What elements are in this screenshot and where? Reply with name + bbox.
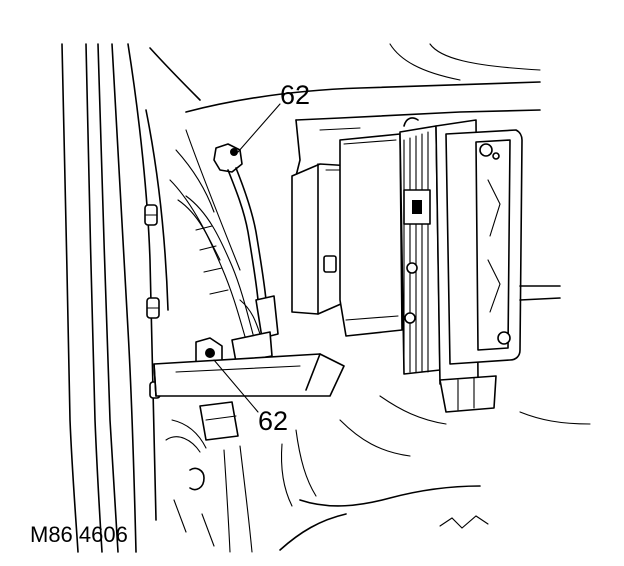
callout-label-upper: 62: [280, 80, 310, 110]
fuse-relay-housing: [399, 117, 561, 413]
callout-leaders: [213, 103, 281, 413]
upper-earth-terminal: [213, 143, 267, 301]
pillar-bolt: [144, 204, 158, 226]
connector-block: [231, 295, 279, 363]
mounting-bracket: [153, 353, 345, 441]
figure-reference: M86 4606: [30, 522, 128, 547]
body-pillar: [61, 43, 169, 553]
lower-trim: [165, 395, 591, 553]
dash-outline: [149, 43, 541, 271]
callout-label-lower: 62: [258, 406, 288, 436]
control-module: [291, 133, 403, 337]
pillar-bolt: [146, 297, 160, 319]
wiring-loom: [177, 195, 261, 341]
